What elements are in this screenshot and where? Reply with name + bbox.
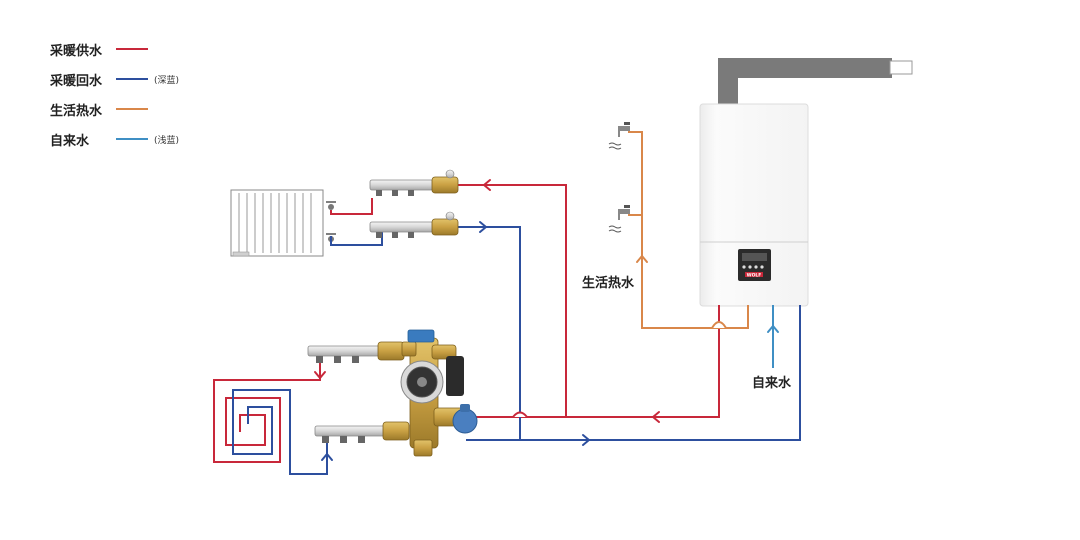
brand-logo-text: WOLF [747,272,762,278]
legend-item-tap-water: 自来水 (浅蓝) [50,129,179,149]
flow-arrow-left [483,179,491,191]
flow-arrow-up [767,325,779,333]
legend-line-domestic-hot-water [116,108,148,110]
legend-item-domestic-hot-water: 生活热水 [50,99,154,119]
manifold-floor-supply [307,341,405,363]
legend-label: 采暖供水 [50,43,103,59]
wall-hung-boiler: WOLF [699,103,809,307]
flow-arrow-up [321,453,333,461]
radiator-valve-top [326,201,336,210]
legend-note: (浅蓝) [154,135,180,146]
brand-logo [745,272,763,277]
flow-arrow-down [314,371,326,379]
heating-supply-pipes [213,184,720,463]
legend-label: 生活热水 [50,103,103,119]
flow-arrow-right [582,434,590,446]
legend-label: 自来水 [50,133,90,149]
tap-water-label: 自来水 [752,376,792,391]
thermostat-head-icon [407,329,435,343]
legend-item-heating-return: 采暖回水 (深蓝) [50,69,179,89]
legend-line-heating-supply [116,48,148,50]
heating-return-pipes [232,226,801,475]
motorized-valve-icon [433,404,478,434]
manifold-floor-return [314,421,410,443]
radiator [230,189,324,257]
flue-pipe [718,58,913,104]
circulation-pump-icon [400,356,464,404]
manifold-radiator-supply [369,169,459,196]
pipe-crossover [512,411,528,418]
manifold-radiator-return [369,211,459,238]
flow-arrow-right [479,221,487,233]
legend-line-heating-return [116,78,148,80]
legend-line-tap-water [116,138,148,140]
legend-note: (深蓝) [154,75,180,86]
flow-arrow-left [652,411,660,423]
domestic-hot-water-pipes [628,131,749,329]
legend-label: 采暖回水 [50,73,103,89]
legend-item-heating-supply: 采暖供水 [50,39,154,59]
faucet-icon [608,122,630,150]
faucet-icon [608,205,630,233]
flow-arrow-up [636,255,648,263]
domestic-hot-water-label: 生活热水 [582,276,635,291]
